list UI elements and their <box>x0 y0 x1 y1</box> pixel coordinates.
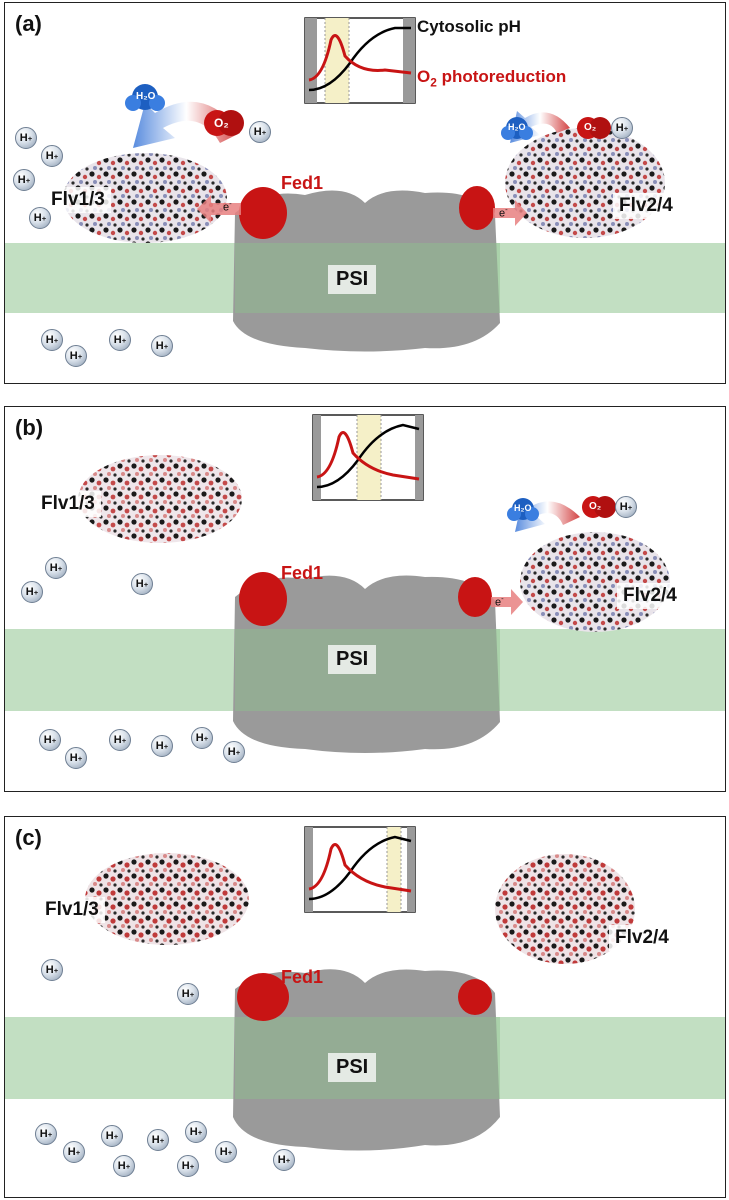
electron-arrow-right <box>491 589 523 615</box>
flv13-label: Flv1/3 <box>35 491 101 517</box>
legend-ph: Cytosolic pH <box>417 17 521 36</box>
flv24-label: Flv2/4 <box>617 583 683 609</box>
panel-b: (b) Flv1/3 Flv2/4 Fed1 PSI H₂O O₂ e- H+ … <box>4 406 726 792</box>
fed1-label: Fed1 <box>281 563 324 583</box>
proton: H+ <box>147 1129 169 1151</box>
fed1-right <box>458 979 492 1015</box>
proton: H+ <box>63 1141 85 1163</box>
proton: H+ <box>65 345 87 367</box>
psi-label: PSI <box>328 1053 377 1082</box>
electron-arrow-left <box>197 195 241 223</box>
proton: H+ <box>611 117 633 139</box>
proton: H+ <box>131 573 153 595</box>
proton: H+ <box>21 581 43 603</box>
o2-label-right: O₂ <box>584 122 597 133</box>
proton: H+ <box>223 741 245 763</box>
fed1-right <box>458 577 492 617</box>
flv13-protein <box>63 153 227 243</box>
proton: H+ <box>101 1125 123 1147</box>
proton: H+ <box>191 727 213 749</box>
h2o-label-right: H₂O <box>508 122 526 132</box>
fed1-left <box>237 973 289 1021</box>
flv13-label: Flv1/3 <box>45 187 111 213</box>
inset-window <box>387 827 401 912</box>
electron-label-right: e- <box>499 205 508 220</box>
proton: H+ <box>249 121 271 143</box>
proton: H+ <box>13 169 35 191</box>
proton: H+ <box>35 1123 57 1145</box>
flv24-protein <box>495 854 635 964</box>
flv13-protein <box>85 853 249 945</box>
electron-arrow-right <box>493 200 527 226</box>
proton: H+ <box>45 557 67 579</box>
o2-curve <box>308 843 412 893</box>
proton: H+ <box>109 729 131 751</box>
flv24-label: Flv2/4 <box>613 193 679 219</box>
proton: H+ <box>113 1155 135 1177</box>
proton: H+ <box>41 329 63 351</box>
flv13-label: Flv1/3 <box>39 897 105 923</box>
proton: H+ <box>15 127 37 149</box>
o2-curve <box>308 34 412 82</box>
proton: H+ <box>41 145 63 167</box>
proton: H+ <box>215 1141 237 1163</box>
fed1-right <box>459 186 495 230</box>
h2o-label: H₂O <box>136 91 156 102</box>
panel-c: (c) Flv1/3 Flv2/4 Fed1 PSI H+ H+ H+ H+ H… <box>4 816 726 1198</box>
h2o-label-right: H₂O <box>514 503 532 513</box>
proton: H+ <box>29 207 51 229</box>
electron-label-left: e- <box>223 199 232 214</box>
legend-o2: O2 photoreduction <box>417 67 567 90</box>
inset-plot <box>312 414 424 501</box>
panel-label: (a) <box>15 11 42 36</box>
proton: H+ <box>177 1155 199 1177</box>
flv13-protein <box>78 455 242 543</box>
proton: H+ <box>65 747 87 769</box>
proton: H+ <box>151 735 173 757</box>
o2-label-right: O₂ <box>589 501 602 512</box>
proton: H+ <box>273 1149 295 1171</box>
proton: H+ <box>109 329 131 351</box>
panel-b-drawing <box>5 414 725 753</box>
o2-label: O₂ <box>214 116 229 130</box>
ph-curve <box>308 26 411 92</box>
fed1-left <box>239 572 287 626</box>
inset-plot <box>304 17 416 104</box>
proton: H+ <box>185 1121 207 1143</box>
proton: H+ <box>615 496 637 518</box>
fed1-label: Fed1 <box>281 967 324 987</box>
flv24-protein <box>505 128 665 238</box>
flv24-protein <box>520 532 670 632</box>
inset-plot <box>304 826 416 913</box>
panel-a-drawing <box>5 17 725 352</box>
proton: H+ <box>41 959 63 981</box>
psi-label: PSI <box>328 645 377 674</box>
proton: H+ <box>177 983 199 1005</box>
fed1-label: Fed1 <box>281 173 324 193</box>
electron-label-right: e- <box>495 594 504 609</box>
psi-label: PSI <box>328 265 377 294</box>
panel-a: (a) Cytosolic pH O2 photoreduction Flv1/… <box>4 2 726 384</box>
inset-window <box>325 18 349 103</box>
proton: H+ <box>151 335 173 357</box>
panel-label: (b) <box>15 415 44 440</box>
flv24-label: Flv2/4 <box>609 925 675 951</box>
o2-curve <box>316 431 420 481</box>
proton: H+ <box>39 729 61 751</box>
panel-label: (c) <box>15 825 42 850</box>
fed1-left <box>239 187 287 239</box>
